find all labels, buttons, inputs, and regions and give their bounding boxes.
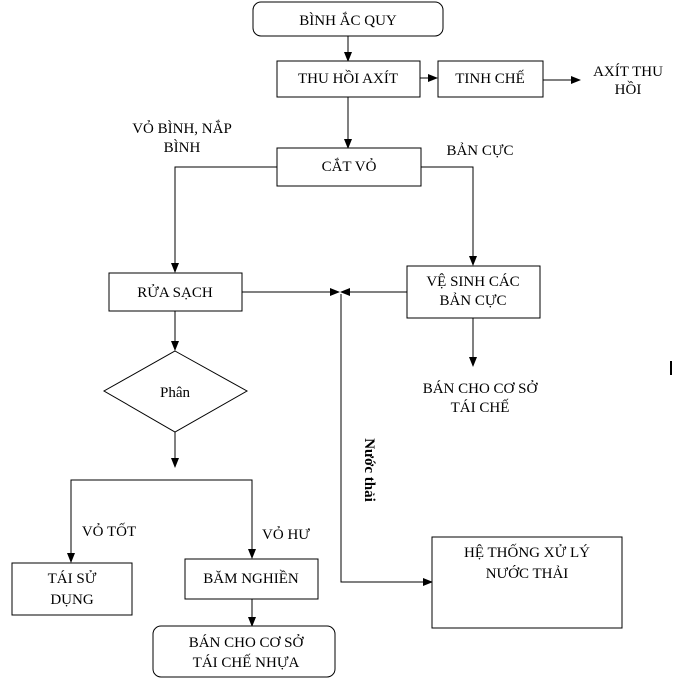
node-bam-nghien: BĂM NGHIỀN — [184, 558, 319, 600]
node-ban-co-so-tai-che: BÁN CHO CƠ SỞ TÁI CHẾ — [423, 380, 539, 416]
node-ban-tai-che-nhua: BÁN CHO CƠ SỞ TÁI CHẾ NHỰA — [152, 625, 336, 678]
node-ban-co-so-line2: TÁI CHẾ — [451, 399, 510, 416]
node-ve-sinh-line1: VỆ SINH CÁC — [426, 273, 519, 290]
node-axit-thu-hoi: AXÍT THU HỒI — [593, 63, 663, 98]
node-ve-sinh-ban-cuc: VỆ SINH CÁC BẢN CỰC — [406, 265, 541, 319]
label-nuoc-thai: Nước thải — [361, 438, 377, 502]
edge-labels: VỎ BÌNH, NẮP BÌNH BẢN CỰC VỎ TỐT VỎ HƯ N… — [82, 120, 514, 543]
label-vo-tot: VỎ TỐT — [82, 522, 136, 540]
connectors — [67, 36, 581, 627]
label-vo-hu: VỎ HƯ — [262, 526, 310, 543]
label-ban-cuc: BẢN CỰC — [446, 142, 513, 159]
node-cat-vo: CẮT VỎ — [276, 147, 422, 187]
node-rua-sach: RỬA SẠCH — [108, 272, 243, 312]
node-ban-nhua-line2: TÁI CHẾ NHỰA — [193, 654, 300, 671]
arrow-phan-to-bam-nghien — [175, 479, 256, 559]
node-he-thong-line1: HỆ THỐNG XỬ LÝ — [464, 543, 590, 561]
node-tinh-che-label: TINH CHẾ — [455, 70, 525, 87]
arrow-nuoc-thai-to-he-thong — [340, 294, 433, 586]
node-rua-sach-label: RỬA SẠCH — [137, 284, 213, 301]
label-vo-binh-line1: VỎ BÌNH, NẮP — [132, 120, 232, 137]
node-binh-ac-quy-label: BÌNH ẮC QUY — [299, 12, 397, 29]
node-binh-ac-quy: BÌNH ẮC QUY — [252, 1, 444, 37]
label-vo-binh-line2: BÌNH — [164, 139, 201, 156]
node-thu-hoi-axit: THU HỒI AXÍT — [276, 60, 421, 98]
node-axit-thu-hoi-line2: HỒI — [615, 80, 642, 98]
node-tai-su-dung-line2: DỤNG — [50, 592, 93, 608]
arrow-cat-vo-to-rua-sach — [171, 166, 277, 273]
node-axit-thu-hoi-line1: AXÍT THU — [593, 63, 663, 80]
node-ban-nhua-line1: BÁN CHO CƠ SỞ — [189, 634, 305, 651]
node-tai-su-dung-line1: TÁI SỬ — [48, 570, 97, 587]
node-ve-sinh-line2: BẢN CỰC — [439, 292, 506, 309]
node-tinh-che: TINH CHẾ — [437, 60, 544, 98]
arrow-cat-vo-to-ve-sinh — [421, 166, 477, 266]
edge-mark — [670, 361, 672, 375]
node-tai-su-dung: TÁI SỬ DỤNG — [11, 562, 133, 616]
node-phan-decision: Phân — [102, 350, 249, 433]
arrow-phan-to-tai-su-dung — [67, 479, 175, 563]
node-he-thong-xu-ly: HỆ THỐNG XỬ LÝ NƯỚC THẢI — [431, 536, 623, 629]
node-ban-co-so-line1: BÁN CHO CƠ SỞ — [423, 380, 539, 397]
node-he-thong-line2: NƯỚC THẢI — [486, 565, 569, 582]
node-cat-vo-label: CẮT VỎ — [322, 158, 377, 175]
node-thu-hoi-axit-label: THU HỒI AXÍT — [298, 69, 398, 87]
node-bam-nghien-label: BĂM NGHIỀN — [203, 570, 299, 587]
node-phan-label: Phân — [160, 385, 191, 401]
